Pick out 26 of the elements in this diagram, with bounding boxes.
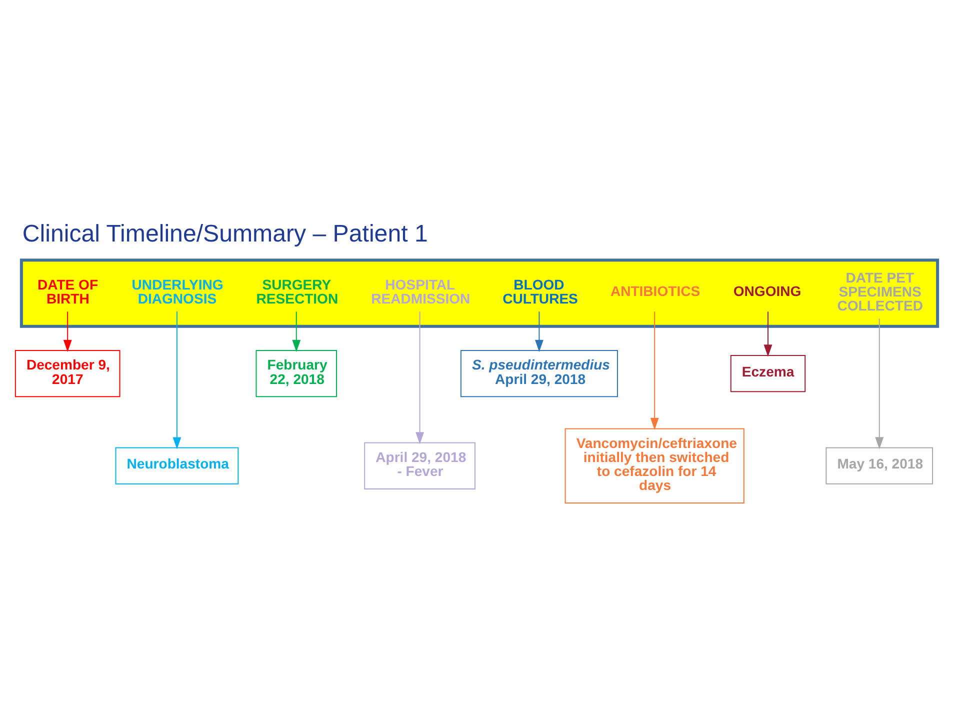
node-box: Vancomycin/ceftriaxone initially then switched to cefazolin for 14 days bbox=[564, 428, 744, 503]
arrow bbox=[650, 311, 659, 430]
arrow bbox=[292, 311, 301, 352]
node-box: Eczema bbox=[730, 354, 806, 392]
node-box: February 22, 2018 bbox=[256, 349, 338, 397]
node-text: UNDERLYING DIAGNOSIS bbox=[132, 276, 224, 306]
arrow bbox=[63, 311, 72, 352]
cluster bbox=[20, 258, 940, 328]
node-box: May 16, 2018 bbox=[826, 446, 934, 484]
node-text: BLOOD CULTURES bbox=[502, 276, 578, 306]
node-text: DATE PET SPECIMENS COLLECTED bbox=[837, 268, 923, 314]
node-text: ANTIBIOTICS bbox=[610, 282, 700, 298]
node-box: December 9, 2017 bbox=[14, 349, 120, 397]
node-text: ONGOING bbox=[733, 282, 802, 298]
node-text: SURGERY RESECTION bbox=[256, 276, 338, 306]
node-box: April 29, 2018 - Fever bbox=[364, 442, 476, 489]
arrow bbox=[875, 318, 884, 449]
arrow bbox=[172, 311, 182, 449]
arrow bbox=[416, 311, 424, 444]
arrow bbox=[534, 311, 544, 352]
node-box: S. pseudintermedius April 29, 2018 bbox=[460, 349, 618, 397]
node-text: DATE OF BIRTH bbox=[37, 276, 98, 306]
node-box: Neuroblastoma bbox=[115, 446, 239, 484]
node-text: HOSPITAL READMISSION bbox=[371, 276, 470, 306]
diagram-title: Clinical Timeline/Summary – Patient 1 bbox=[22, 220, 428, 247]
arrow bbox=[764, 311, 772, 356]
